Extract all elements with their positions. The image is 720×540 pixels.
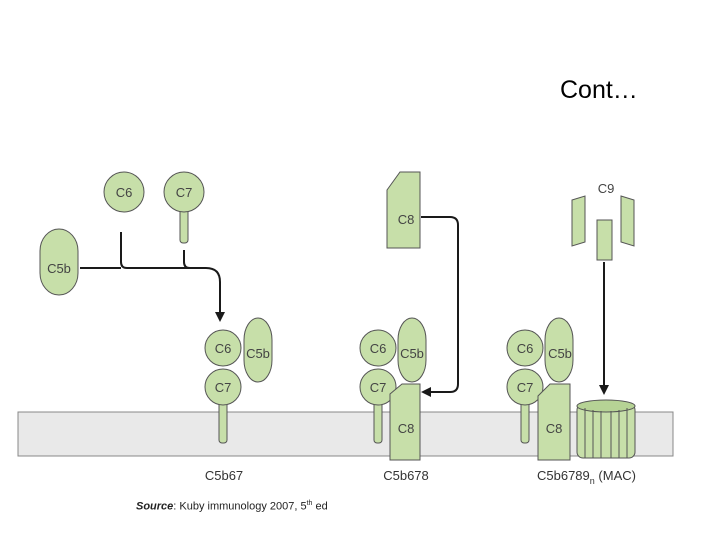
- c5b-label: C5b: [47, 261, 71, 276]
- c6-label: C6: [370, 341, 387, 356]
- c6-label: C6: [116, 185, 133, 200]
- c5b-label: C5b: [400, 346, 424, 361]
- c9-label: C9: [598, 181, 615, 196]
- c8-label: C8: [398, 421, 415, 436]
- source-sup: th: [306, 500, 313, 507]
- c8-label: C8: [398, 212, 415, 227]
- complex-c5b67: C5b C6 C7: [204, 317, 273, 444]
- source-label: Source: [136, 500, 174, 513]
- free-c5b: C5b: [39, 228, 79, 296]
- c5b-label: C5b: [246, 346, 270, 361]
- cell-membrane: [17, 411, 674, 457]
- slide-title: Cont…: [560, 76, 638, 104]
- c7-label: C7: [176, 185, 193, 200]
- source-tail: ed: [312, 500, 328, 513]
- c7-label: C7: [370, 380, 387, 395]
- join-arrow: [120, 232, 225, 322]
- c7-label: C7: [517, 380, 534, 395]
- mac-pore: [576, 399, 636, 459]
- caption-mac: C5b6789n (MAC): [537, 468, 636, 486]
- source-citation: Source: Kuby immunology 2007, 5th ed: [136, 500, 328, 513]
- c6-label: C6: [215, 341, 232, 356]
- free-c9: C9: [571, 181, 635, 261]
- source-text: : Kuby immunology 2007, 5: [173, 500, 307, 513]
- c8-label: C8: [546, 421, 563, 436]
- c8-arrow: [421, 216, 459, 397]
- free-c7: C7: [163, 171, 205, 244]
- free-c8: C8: [386, 171, 421, 249]
- complex-c5b678: C5b C6 C7 C8: [359, 317, 427, 461]
- c6-label: C6: [517, 341, 534, 356]
- caption-c5b678: C5b678: [383, 468, 429, 483]
- free-c6: C6: [103, 171, 145, 213]
- c7-label: C7: [215, 380, 232, 395]
- c5b-label: C5b: [548, 346, 572, 361]
- caption-c5b67: C5b67: [205, 468, 243, 483]
- c7-connector: [183, 250, 191, 269]
- complex-mac: C5b C6 C7 C8: [506, 317, 636, 461]
